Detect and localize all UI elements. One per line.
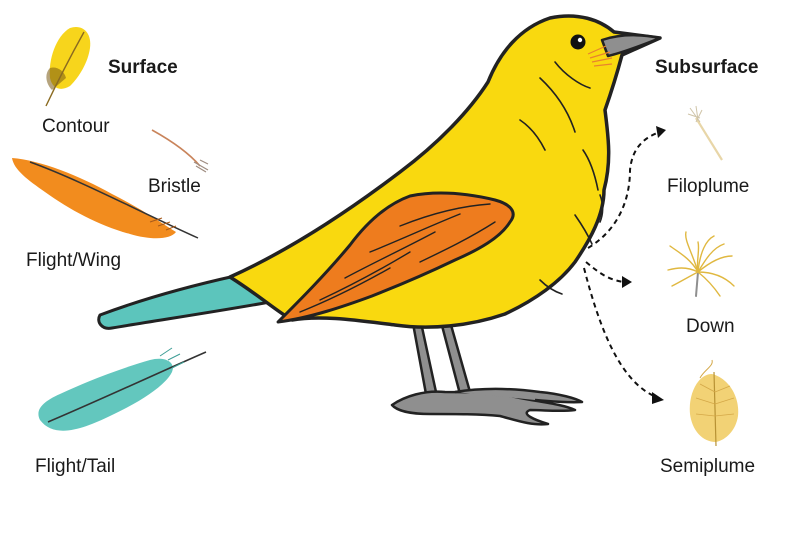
arrow-to-down: [585, 261, 625, 283]
subsurface-arrows: [583, 131, 661, 397]
songbird-illustration: [97, 14, 662, 426]
bird-wing-feathers: [299, 203, 496, 313]
filoplume-feather-icon: [687, 105, 723, 161]
wing-feather-icon: [12, 158, 199, 239]
tail-feather-label: Flight/Tail: [35, 456, 116, 477]
semiplume-feather-icon: [689, 359, 739, 447]
bird-legs: [390, 316, 584, 426]
down-label: Down: [686, 316, 735, 337]
bird-eye: [570, 34, 586, 50]
bird-wing: [276, 191, 515, 324]
subsurface-heading: Subsurface: [655, 57, 759, 78]
semiplume-label: Semiplume: [660, 456, 756, 477]
bristle-label: Bristle: [148, 176, 201, 197]
surface-heading: Surface: [108, 57, 178, 78]
contour-label: Contour: [42, 116, 110, 137]
bristle-feather-icon: [151, 129, 209, 173]
bird-rictal-bristles: [587, 45, 613, 67]
bird-body-contours: [519, 61, 604, 295]
filoplume-label: Filoplume: [667, 176, 750, 197]
bird-beak: [600, 34, 662, 58]
down-feather-icon: [667, 231, 735, 297]
arrow-to-semiplume: [583, 267, 655, 397]
bird-body: [228, 14, 662, 329]
arrowheads: [622, 126, 666, 404]
tail-feather-icon: [38, 347, 207, 431]
contour-feather-icon: [45, 26, 91, 107]
wing-feather-label: Flight/Wing: [26, 250, 122, 271]
arrow-to-filoplume: [587, 131, 661, 249]
